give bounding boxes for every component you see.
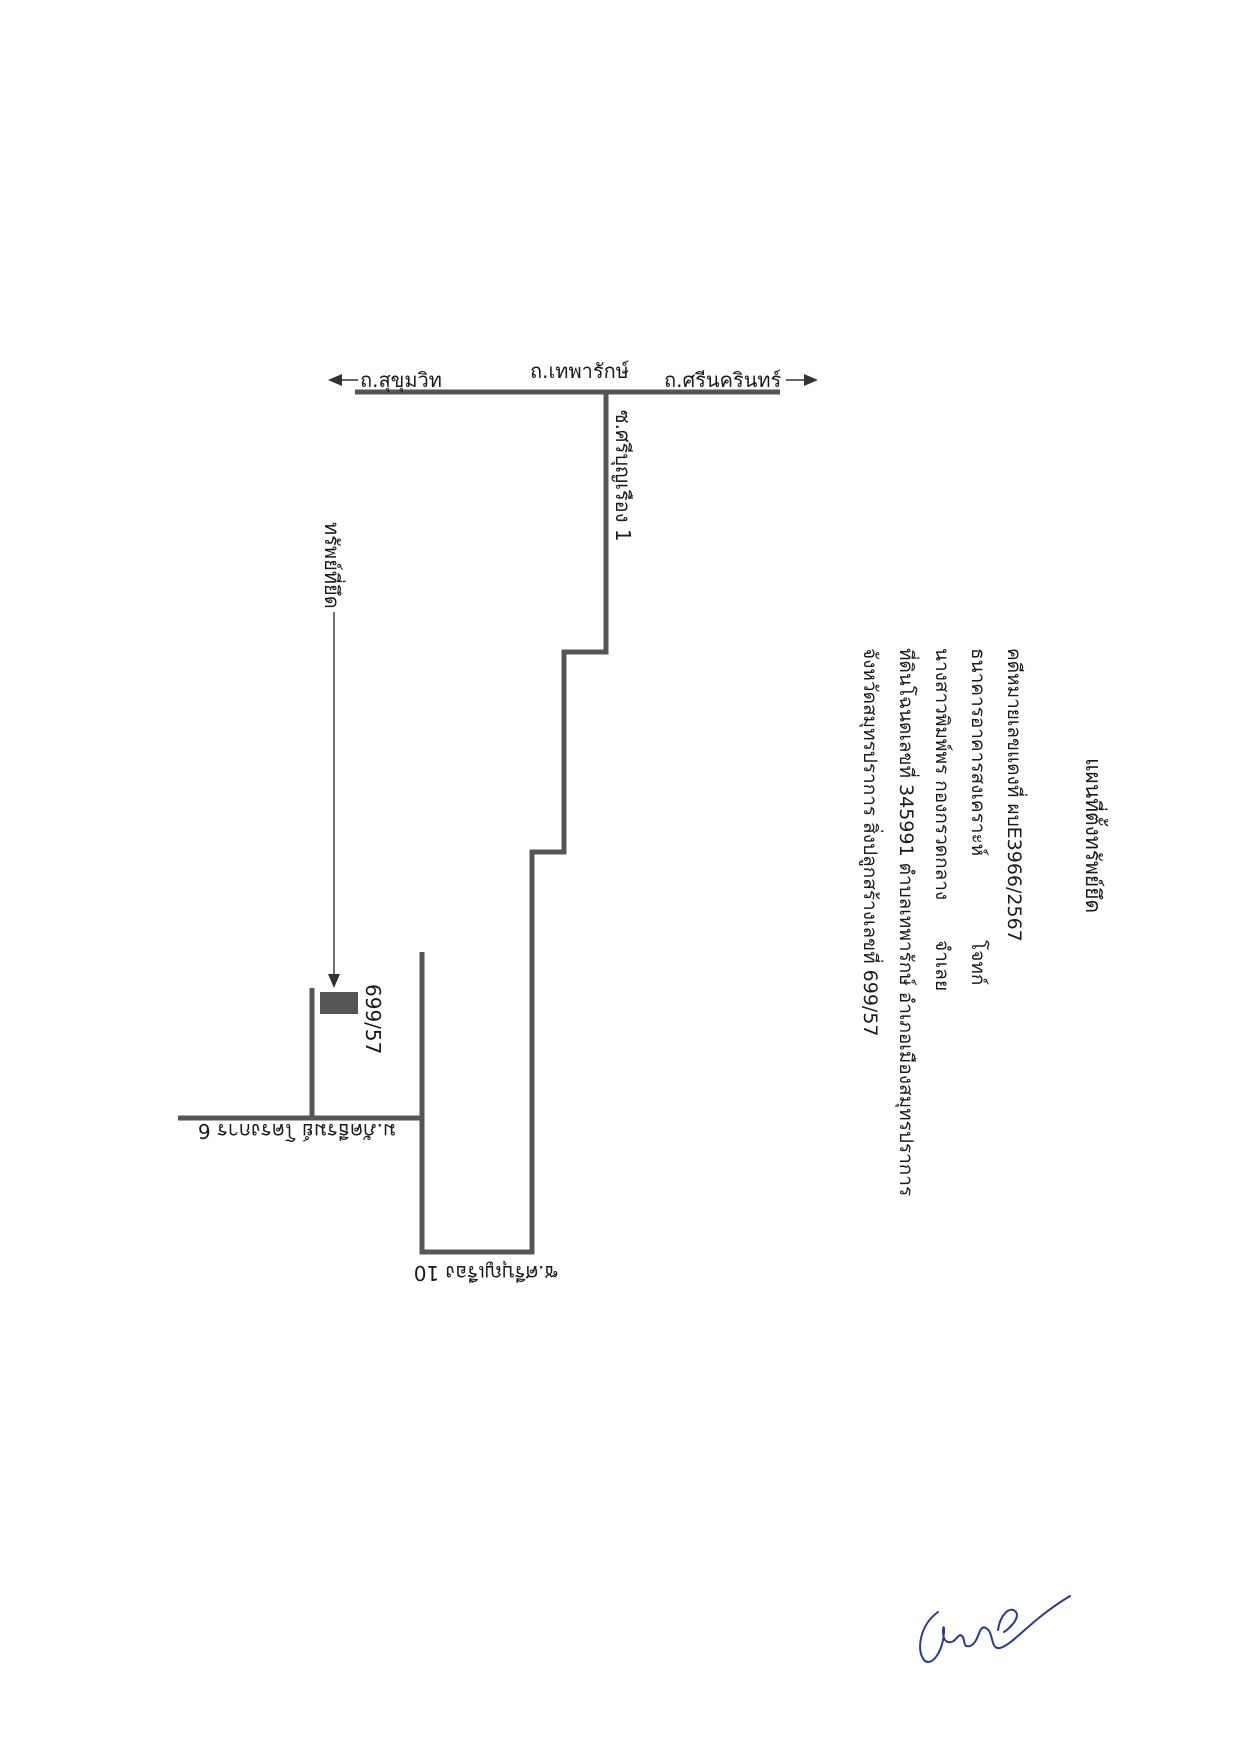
plaintiff-name: ธนาคารอาคารสงเคราะห์ [967, 648, 989, 856]
case-info-block: คดีหมายเลขแดงที่ ผบE3966/2567 ธนาคารอาคา… [858, 648, 1028, 1196]
road-soi-sriboonruang-1-path [419, 392, 609, 1255]
label-srinakarin: ถ.ศรีนครินทร์ [664, 368, 782, 392]
label-village: ม.ภัคธีรมย์ โครงการ 6 [198, 1119, 396, 1143]
land-deed-info: ที่ดินโฉนดเลขที่ 345991 ตำบลเทพารักษ์ อำ… [894, 648, 920, 1196]
property-marker [320, 992, 358, 1014]
label-property: ทรัพย์ที่ยึด [320, 522, 346, 609]
province-building-info: จังหวัดสมุทรปราการ สิ่งปลูกสร้างเลขที่ 6… [858, 648, 884, 1037]
arrow-right-icon [786, 374, 818, 386]
label-soi-1: ซ.ศรีบุญเรือง 1 [610, 410, 635, 542]
label-house-number: 699/57 [361, 984, 385, 1054]
pointer-arrow-icon [328, 974, 340, 988]
signature [919, 1595, 1071, 1663]
arrow-left-icon [328, 374, 358, 386]
label-sukhumvit: ถ.สุขุมวิท [360, 368, 442, 393]
defendant-role: จำเลย [931, 940, 953, 991]
case-number: คดีหมายเลขแดงที่ ผบE3966/2567 [1003, 648, 1028, 942]
label-theparak: ถ.เทพารักษ์ [530, 359, 629, 383]
plaintiff-role: โจทก์ [967, 940, 990, 985]
defendant-name: นางสาวพิมพ์พร กองกรวดกลาง [931, 648, 953, 900]
map-title: แผนที่ตั้งทรัพย์ยึด [1081, 758, 1108, 913]
label-soi-10: ซ.ศรีบุญเรือง 10 [414, 1260, 558, 1285]
